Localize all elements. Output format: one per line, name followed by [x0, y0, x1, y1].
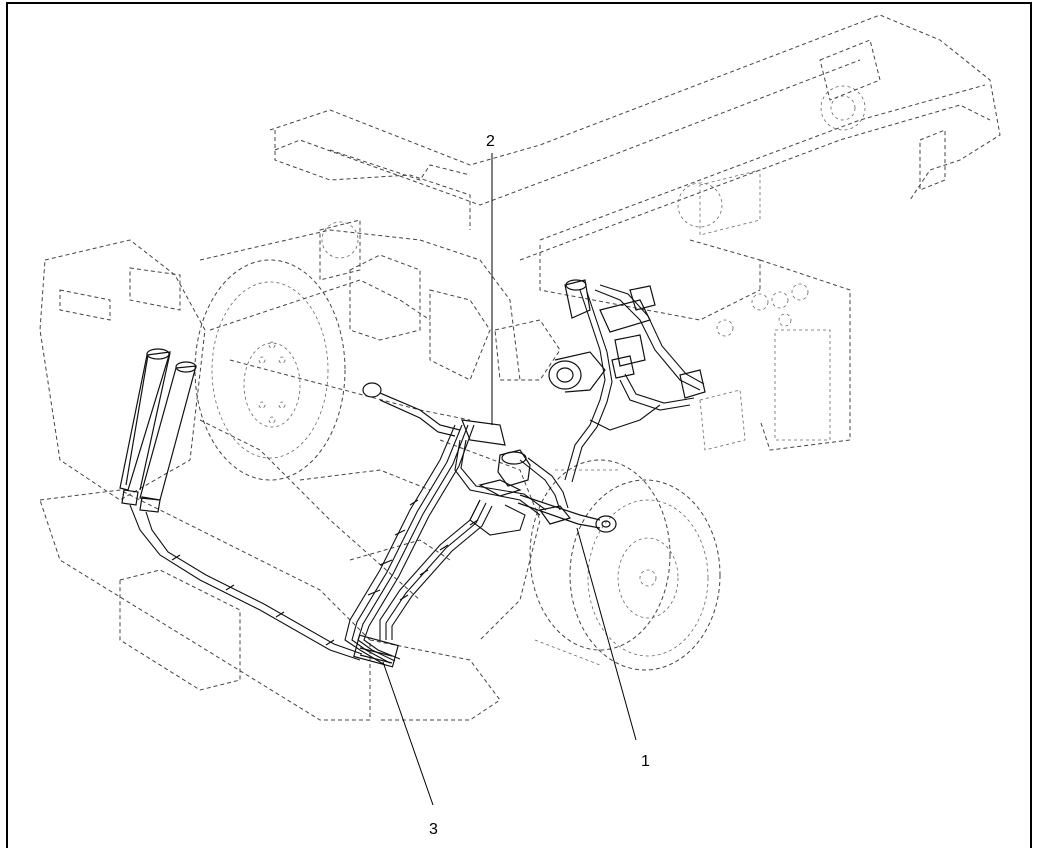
right-front-wheel	[529, 459, 721, 671]
rear-valve-cluster	[548, 279, 706, 399]
callout-3: 3	[429, 821, 438, 838]
accumulators	[119, 348, 197, 513]
steering-cylinder-left	[362, 382, 461, 437]
steering-hoses	[454, 439, 569, 536]
drawing-border	[6, 2, 1032, 848]
front-frame	[199, 130, 561, 421]
rear-valve-hoses	[564, 284, 705, 483]
rear-frame-rails	[269, 14, 1001, 451]
steering-valve	[461, 419, 531, 497]
leader-lines	[382, 153, 637, 806]
central-frame-lower	[199, 419, 541, 641]
accumulator-supply-line	[129, 504, 363, 661]
left-fender	[39, 239, 501, 721]
callout-1: 1	[641, 753, 650, 770]
left-front-wheel	[194, 259, 346, 481]
hydraulic-hose-bundle	[344, 424, 493, 668]
leader-line-3	[382, 661, 434, 806]
steering-cylinder-right	[517, 494, 617, 533]
leader-line-1	[576, 527, 637, 741]
callout-2: 2	[486, 133, 495, 150]
